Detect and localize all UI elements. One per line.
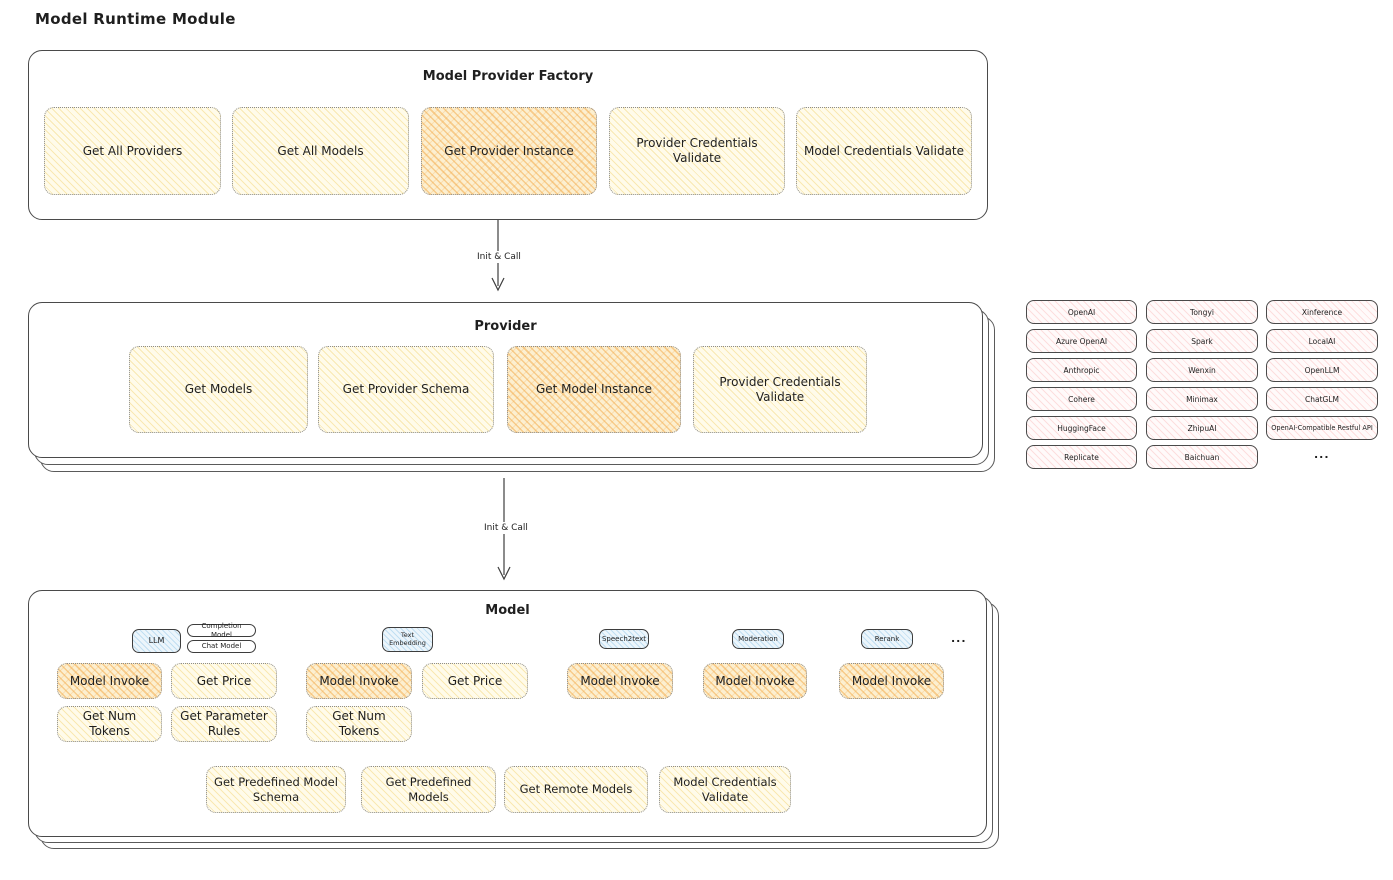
node-get-all-models: Get All Models xyxy=(232,107,409,195)
provider-pill-chatglm: ChatGLM xyxy=(1266,387,1378,411)
factory-container: Model Provider Factory Get All Providers… xyxy=(28,50,988,220)
provider-container: Provider Get Models Get Provider Schema … xyxy=(28,302,983,458)
node-get-model-instance: Get Model Instance xyxy=(507,346,681,433)
provider-pill-baichuan: Baichuan xyxy=(1146,445,1258,469)
node-provider-credentials-validate: Provider Credentials Validate xyxy=(609,107,785,195)
provider-pill-huggingface: HuggingFace xyxy=(1026,416,1137,440)
tag-text-embedding: Text Embedding xyxy=(382,627,433,652)
provider-pill-minimax: Minimax xyxy=(1146,387,1258,411)
factory-title: Model Provider Factory xyxy=(422,69,594,84)
node-get-parameter-rules: Get Parameter Rules xyxy=(171,706,277,742)
node-provider-credentials-validate-2: Provider Credentials Validate xyxy=(693,346,867,433)
node-model-invoke-llm: Model Invoke xyxy=(57,663,162,699)
model-title: Model xyxy=(485,603,530,618)
providers-grid: OpenAI Azure OpenAI Anthropic Cohere Hug… xyxy=(1026,300,1378,472)
provider-title: Provider xyxy=(474,319,537,334)
model-container: Model LLM Completion Model Chat Model Te… xyxy=(28,590,987,837)
provider-pill-tongyi: Tongyi xyxy=(1146,300,1258,324)
node-get-num-tokens-embedding: Get Num Tokens xyxy=(306,706,412,742)
node-model-credentials-validate: Model Credentials Validate xyxy=(796,107,972,195)
node-get-price-llm: Get Price xyxy=(171,663,277,699)
node-get-models: Get Models xyxy=(129,346,308,433)
node-get-all-providers: Get All Providers xyxy=(44,107,221,195)
provider-pill-wenxin: Wenxin xyxy=(1146,358,1258,382)
tag-llm: LLM xyxy=(132,629,181,653)
provider-pill-azure-openai: Azure OpenAI xyxy=(1026,329,1137,353)
page-title: Model Runtime Module xyxy=(35,10,236,28)
node-get-predefined-model-schema: Get Predefined Model Schema xyxy=(206,766,346,813)
arrow-label-init-call-1: Init & Call xyxy=(474,251,524,263)
node-model-invoke-speech2text: Model Invoke xyxy=(567,663,673,699)
provider-pill-replicate: Replicate xyxy=(1026,445,1137,469)
tag-chat-model: Chat Model xyxy=(187,640,256,653)
tag-speech2text: Speech2text xyxy=(599,629,649,649)
tag-moderation: Moderation xyxy=(732,629,784,649)
provider-pill-xinference: Xinference xyxy=(1266,300,1378,324)
provider-pill-openai-compatible: OpenAI-Compatible Restful API xyxy=(1266,416,1378,440)
tag-completion-model: Completion Model xyxy=(187,622,256,639)
node-get-num-tokens-llm: Get Num Tokens xyxy=(57,706,162,742)
provider-pill-localai: LocalAI xyxy=(1266,329,1378,353)
provider-pill-openllm: OpenLLM xyxy=(1266,358,1378,382)
model-tags-ellipsis: ... xyxy=(951,632,967,645)
tag-rerank: Rerank xyxy=(861,629,913,649)
provider-pill-openai: OpenAI xyxy=(1026,300,1137,324)
node-get-price-embedding: Get Price xyxy=(422,663,528,699)
node-get-provider-instance: Get Provider Instance xyxy=(421,107,597,195)
provider-pill-cohere: Cohere xyxy=(1026,387,1137,411)
provider-pill-zhipuai: ZhipuAI xyxy=(1146,416,1258,440)
providers-grid-ellipsis: ... xyxy=(1314,448,1330,461)
node-model-credentials-validate-2: Model Credentials Validate xyxy=(659,766,791,813)
node-get-provider-schema: Get Provider Schema xyxy=(318,346,494,433)
node-model-invoke-embedding: Model Invoke xyxy=(306,663,412,699)
node-model-invoke-rerank: Model Invoke xyxy=(839,663,944,699)
provider-pill-anthropic: Anthropic xyxy=(1026,358,1137,382)
node-model-invoke-moderation: Model Invoke xyxy=(703,663,807,699)
node-get-predefined-models: Get Predefined Models xyxy=(361,766,496,813)
arrow-label-init-call-2: Init & Call xyxy=(481,522,531,534)
node-get-remote-models: Get Remote Models xyxy=(504,766,648,813)
provider-pill-spark: Spark xyxy=(1146,329,1258,353)
